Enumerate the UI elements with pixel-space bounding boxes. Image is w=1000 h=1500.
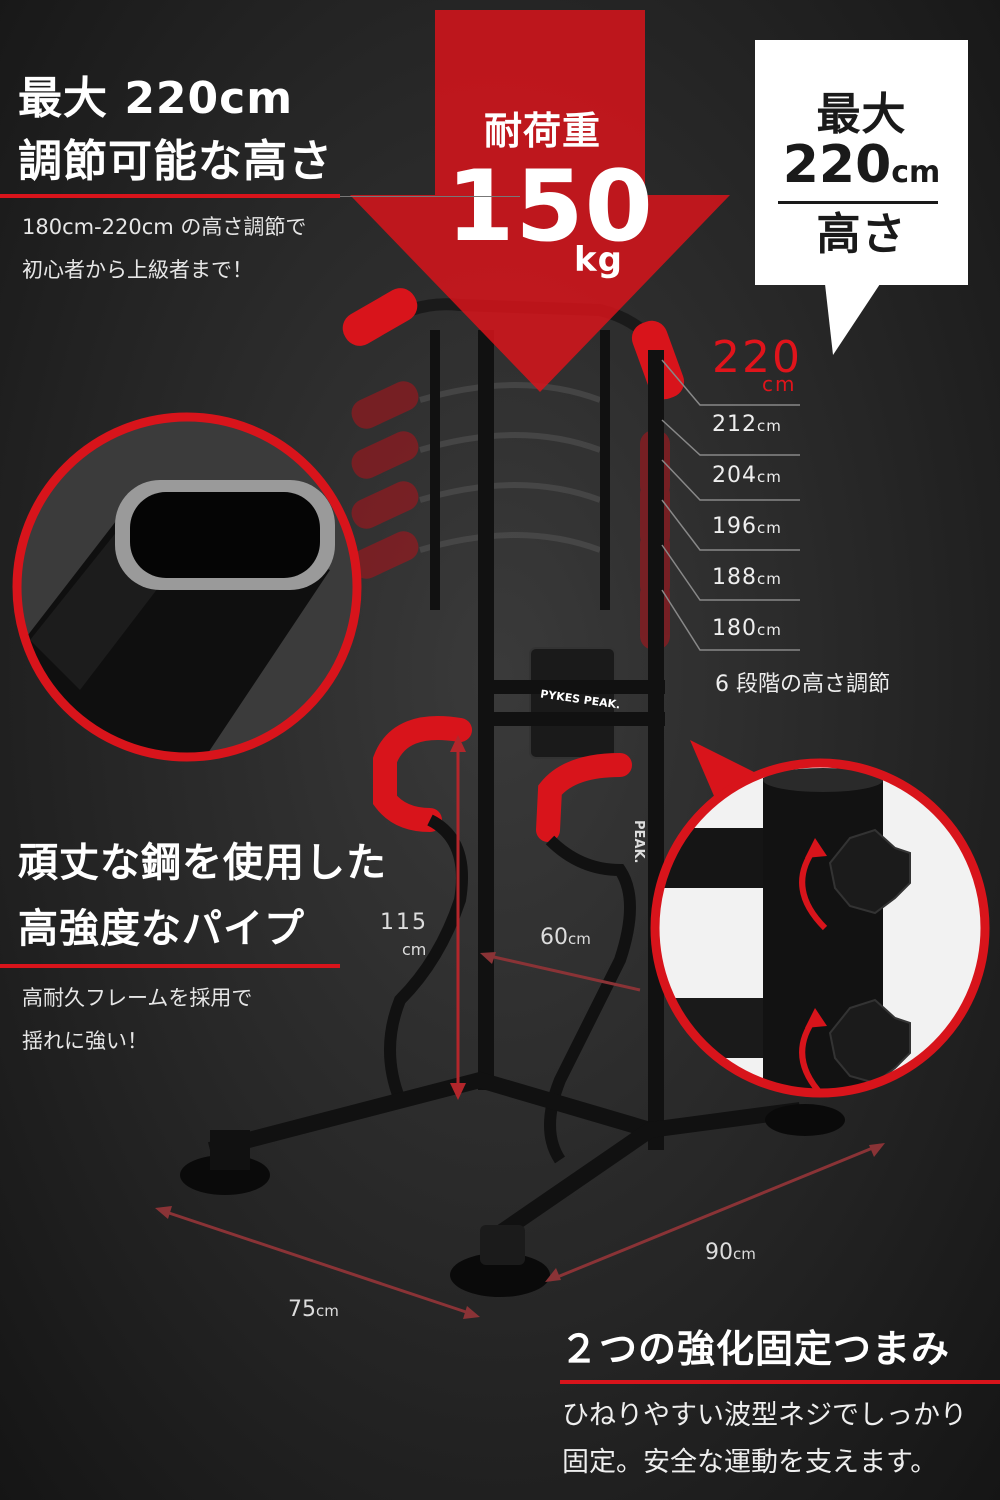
dim-length: 75cm: [288, 1297, 339, 1322]
lower-knob: [828, 998, 911, 1085]
dim-height-unit: cm: [402, 940, 427, 959]
steel-desc-line2: 揺れに強い！: [22, 1029, 148, 1053]
dim-width-value: 90: [705, 1240, 733, 1265]
knob-zoom-circle: [650, 758, 990, 1098]
callout-value: 220: [782, 135, 892, 195]
steel-title-line1: 頑丈な鋼を使用した: [18, 840, 387, 886]
height-top-value: 220: [712, 332, 802, 383]
height-level-204: 204cm: [712, 463, 782, 488]
height-level-value: 180: [712, 616, 757, 641]
height-level-value: 212: [712, 412, 757, 437]
load-value: 150: [446, 150, 654, 264]
knobs-desc-line1: ひねりやすい波型ネジでしっかり: [562, 1400, 967, 1431]
callout-divider: [778, 201, 938, 204]
load-unit: kg: [574, 240, 623, 280]
title-underline-red: [0, 194, 340, 198]
height-level-unit: cm: [757, 519, 782, 537]
title-underline-grey: [340, 196, 520, 197]
adjustable-height-title: 調節可能な高さ: [18, 136, 333, 187]
dim-width-unit: cm: [733, 1245, 756, 1263]
dim-length-unit: cm: [316, 1302, 339, 1320]
dim-depth: 60cm: [540, 925, 591, 950]
steel-underline-red: [0, 964, 340, 968]
height-level-unit: cm: [757, 468, 782, 486]
load-label: 耐荷重: [483, 109, 601, 153]
height-level-180: 180cm: [712, 616, 782, 641]
height-level-unit: cm: [757, 570, 782, 588]
height-level-unit: cm: [757, 417, 782, 435]
dim-depth-value: 60: [540, 925, 568, 950]
height-level-value: 188: [712, 565, 757, 590]
height-level-unit: cm: [757, 621, 782, 639]
height-top-number: 220: [712, 332, 802, 383]
height-levels-caption: 6 段階の高さ調節: [715, 672, 890, 697]
dim-width: 90cm: [705, 1240, 756, 1265]
height-desc-line1: 180cm-220cm の高さ調節で: [22, 215, 307, 239]
callout-line1: 最大: [816, 89, 907, 140]
pipe-zoom-circle: [12, 412, 362, 762]
steel-title-line2: 高強度なパイプ: [18, 906, 305, 952]
knobs-title: ２つの強化固定つまみ: [560, 1327, 951, 1371]
load-arrow-shape: [350, 10, 730, 392]
callout-line3: 高さ: [816, 209, 907, 260]
height-level-212: 212cm: [712, 412, 782, 437]
frame-brand-logo: PEAK.: [631, 820, 646, 864]
dim-height-value: 115: [380, 910, 428, 935]
height-level-196: 196cm: [712, 514, 782, 539]
upper-knob: [828, 828, 911, 915]
knobs-underline-red: [560, 1380, 1000, 1384]
callout-unit: cm: [891, 155, 941, 190]
steel-desc-line1: 高耐久フレームを採用で: [22, 986, 253, 1010]
callout-line2: 220cm: [755, 135, 968, 195]
dim-depth-unit: cm: [568, 930, 591, 948]
ghost-handles: [351, 381, 670, 650]
height-level-value: 196: [712, 514, 757, 539]
knobs-desc-line2: 固定。安全な運動を支えます。: [562, 1447, 938, 1478]
dim-length-value: 75: [288, 1297, 316, 1322]
height-level-188: 188cm: [712, 565, 782, 590]
max-height-title: 最大 220cm: [18, 73, 294, 124]
height-level-value: 204: [712, 463, 757, 488]
callout-bubble: [755, 40, 968, 355]
height-top-unit: cm: [762, 372, 797, 396]
height-desc-line2: 初心者から上級者まで！: [22, 258, 253, 282]
